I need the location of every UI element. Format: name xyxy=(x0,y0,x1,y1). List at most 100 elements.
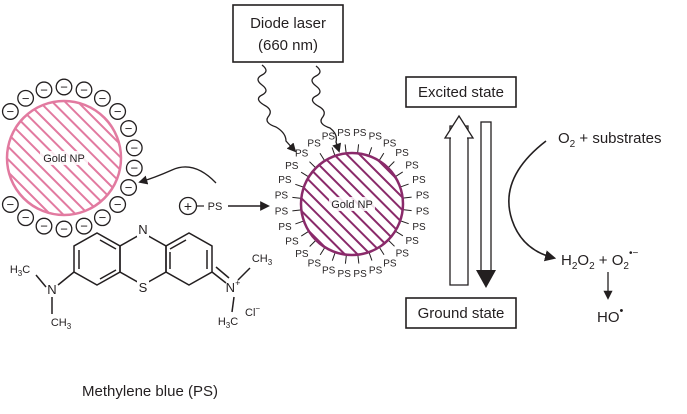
svg-text:−: − xyxy=(130,161,138,176)
svg-text:−: − xyxy=(114,197,122,212)
ps-ligand: PS xyxy=(322,252,336,277)
svg-text:−: − xyxy=(125,180,133,195)
negative-charge-icon: − xyxy=(35,81,53,99)
ps-label: PS xyxy=(338,269,352,280)
hydroxyl-text: HO• xyxy=(597,305,624,326)
ps-label: PS xyxy=(396,249,410,260)
ps-ligand: PS xyxy=(368,131,382,156)
ground-state-box: Ground state xyxy=(405,297,517,329)
negative-charge-icon: − xyxy=(17,209,35,227)
ps-ligand: PS xyxy=(387,239,410,260)
svg-text:−: − xyxy=(22,210,30,225)
svg-text:−: − xyxy=(22,91,30,106)
ps-ligand: PS xyxy=(400,220,426,233)
right-methyl-bottom: H3C xyxy=(218,316,238,330)
gold-np-left: Gold NP −−−−−−−−−−−−−−−−−− xyxy=(1,78,143,238)
reaction-scheme: O2 + substrates H2O2 + O2•− HO• xyxy=(508,130,662,326)
svg-text:−: − xyxy=(125,121,133,136)
negative-charge-icon: − xyxy=(120,120,138,137)
plus-glyph: + xyxy=(184,198,192,214)
ps-ligand: PS xyxy=(338,254,352,280)
ps-label: PS xyxy=(337,128,351,139)
molecule-name: Methylene blue (PS) xyxy=(82,383,218,400)
methylene-blue-structure: N S N H3C CH3 N+ CH3 H3C Cl− Methylene b… xyxy=(10,222,273,400)
ps-label: PS xyxy=(275,207,289,218)
ps-ligand: PS xyxy=(295,148,317,169)
svg-text:−: − xyxy=(80,82,88,97)
ps-free-label: PS xyxy=(208,201,223,213)
left-methyl-bottom: CH3 xyxy=(51,317,72,331)
ps-label: PS xyxy=(353,128,367,139)
laser-beam-left xyxy=(257,64,297,153)
relaxation-arrow xyxy=(476,121,496,288)
ps-label: PS xyxy=(307,138,321,149)
svg-text:−: − xyxy=(40,219,48,234)
ps-ligand: PS xyxy=(353,128,367,154)
ps-label: PS xyxy=(395,148,409,159)
ps-ligand: PS xyxy=(378,138,397,162)
negative-charge-icon: − xyxy=(120,179,138,196)
svg-text:−: − xyxy=(114,104,122,119)
negative-charge-icon: − xyxy=(75,81,93,99)
cationic-ps: + PS xyxy=(178,196,223,216)
negative-charges-ring: −−−−−−−−−−−−−−−−−− xyxy=(1,78,143,238)
adsorption-arrow xyxy=(138,166,217,185)
ps-ligand: PS xyxy=(387,148,409,169)
svg-text:−: − xyxy=(130,140,138,155)
negative-charge-icon: − xyxy=(1,196,19,213)
ps-label: PS xyxy=(275,191,289,202)
middle-ring xyxy=(119,232,167,286)
reactants-text: O2 + substrates xyxy=(558,130,662,150)
svg-text:−: − xyxy=(7,197,15,212)
ps-label: PS xyxy=(412,222,426,233)
ps-label: PS xyxy=(412,175,426,186)
ps-ligand: PS xyxy=(402,190,430,201)
svg-text:−: − xyxy=(60,80,68,95)
ps-ligand: PS xyxy=(399,175,426,188)
ps-ligand: PS xyxy=(322,132,336,157)
right-ring xyxy=(165,232,213,286)
ps-label: PS xyxy=(295,249,309,260)
ps-label: PS xyxy=(308,259,322,270)
ps-ligand: PS xyxy=(275,207,302,218)
diode-laser-box: Diode laser (660 nm) xyxy=(232,4,344,63)
positive-charge-icon xyxy=(178,196,198,216)
ps-ligand: PS xyxy=(307,138,326,162)
ring-nitrogen: N xyxy=(138,222,147,237)
negative-charge-icon: − xyxy=(55,220,73,238)
ps-ligand: PS xyxy=(394,161,419,178)
svg-text:−: − xyxy=(99,210,107,225)
left-amine-n: N xyxy=(47,282,56,297)
negative-charge-icon: − xyxy=(93,209,111,227)
ps-label: PS xyxy=(369,265,383,276)
right-methyl-top: CH3 xyxy=(252,253,273,267)
negative-charge-icon: − xyxy=(75,217,93,235)
ps-ligand: PS xyxy=(378,246,397,270)
ps-label: PS xyxy=(416,190,430,201)
svg-text:−: − xyxy=(99,91,107,106)
negative-charge-icon: − xyxy=(17,89,35,107)
svg-text:−: − xyxy=(60,222,68,237)
ps-label: PS xyxy=(322,266,336,277)
laser-beam-right xyxy=(311,65,342,153)
reaction-curve-arrow xyxy=(508,140,557,262)
ps-ligand: PS xyxy=(337,128,351,154)
gold-np-right-label: Gold NP xyxy=(331,199,373,211)
negative-charge-icon: − xyxy=(109,196,127,213)
negative-charge-icon: − xyxy=(55,78,73,96)
laser-wavelength: (660 nm) xyxy=(258,37,318,54)
products-text: H2O2 + O2•− xyxy=(561,248,638,272)
left-methyl-top: H3C xyxy=(10,264,30,278)
ps-ligand: PS xyxy=(394,230,419,247)
ps-ligand: PS xyxy=(295,239,317,260)
ps-label: PS xyxy=(295,148,309,159)
ps-ligand: PS xyxy=(278,220,305,233)
ps-ligand: PS xyxy=(368,251,383,276)
ps-ligand: PS xyxy=(285,161,310,178)
ps-ligand: PS xyxy=(402,206,430,217)
negative-charge-icon: − xyxy=(93,89,111,107)
